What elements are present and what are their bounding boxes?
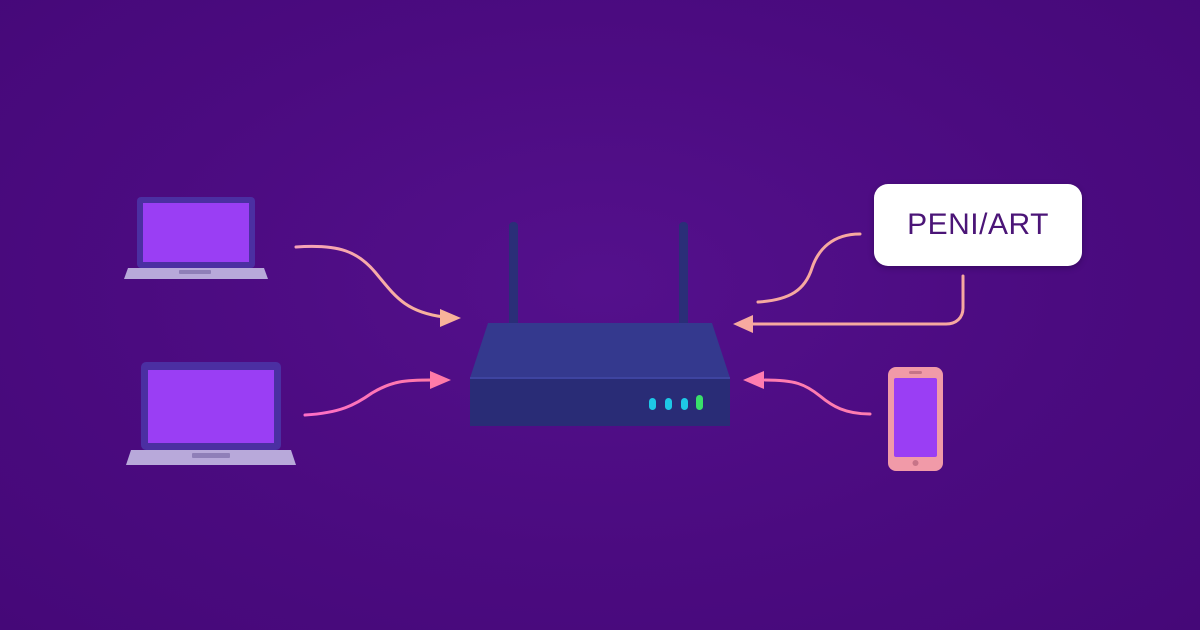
laptop-icon	[126, 362, 296, 465]
label-box: PENI/ART	[874, 184, 1082, 266]
laptop-icon	[124, 197, 268, 279]
status-lights	[649, 395, 703, 410]
connection-arrow	[294, 244, 461, 327]
label-box-text: PENI/ART	[907, 208, 1049, 241]
connection-arrow	[733, 274, 965, 333]
smartphone-icon	[888, 367, 943, 471]
connection-arrow	[743, 371, 872, 416]
connection-arrow	[303, 371, 451, 417]
connection-arrow	[756, 232, 862, 304]
router-icon	[470, 222, 730, 426]
